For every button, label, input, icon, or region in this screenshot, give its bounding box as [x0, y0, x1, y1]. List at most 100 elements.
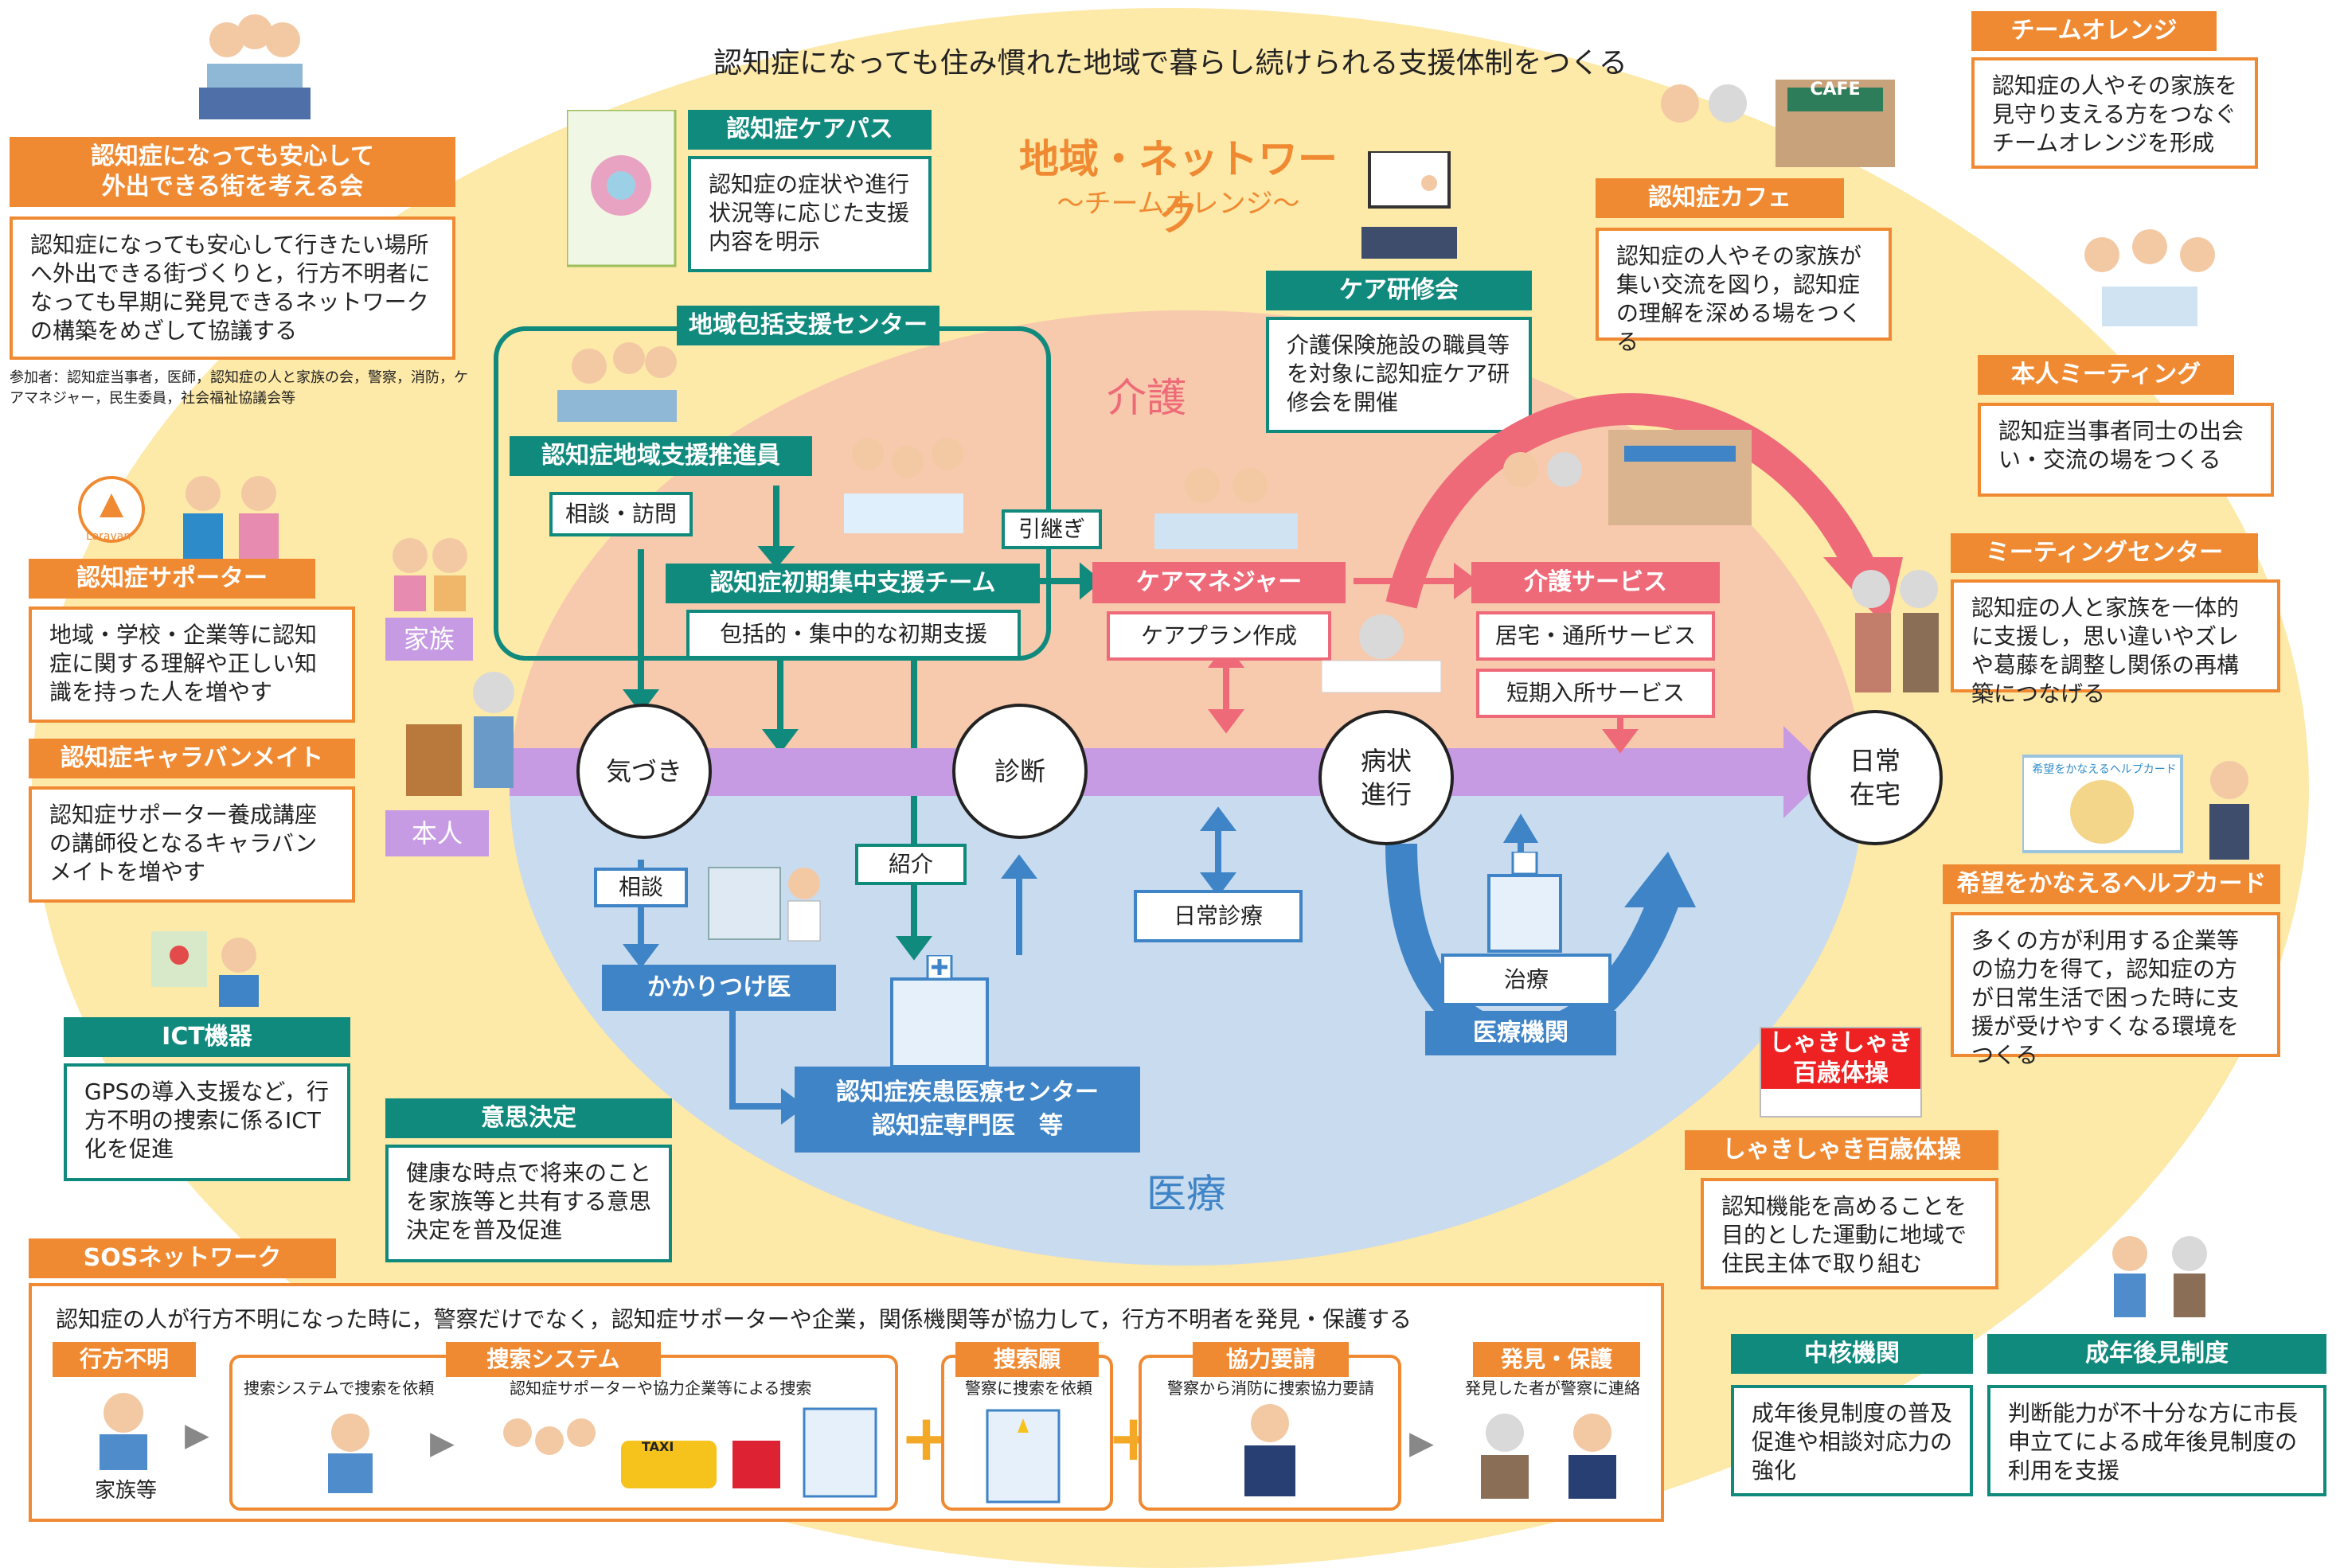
- sos-description: 認知症の人が行方不明になった時に，警察だけでなく，認知症サポーターや企業，関係機…: [56, 1306, 1412, 1332]
- hospital-building-icon: [1487, 852, 1562, 953]
- home-service-label: 居宅・通所サービス: [1476, 611, 1715, 661]
- help-card-body: 多くの方が利用する企業等の協力を得て，認知症の方が日常生活で困った時に支援が受け…: [1951, 912, 2280, 1068]
- sos-family-caption: 家族等: [94, 1479, 157, 1503]
- sos-search-caption-1: 捜索システムで捜索を依頼: [244, 1379, 435, 1398]
- sos-step-search-system: 捜索システム: [446, 1342, 661, 1377]
- stage-progress: 病状 進行: [1318, 710, 1454, 845]
- sos-police-caption: 警察に捜索を依頼: [965, 1379, 1092, 1398]
- core-institution-title: 中核機関: [1731, 1334, 1973, 1374]
- elderly-person-icon: [406, 672, 514, 796]
- treatment-label: 治療: [1441, 954, 1611, 1006]
- lecture-icon: [1361, 151, 1457, 259]
- medical-zone-label: 医療: [1147, 1171, 1226, 1217]
- elderly-couple-icon: [1852, 570, 1939, 692]
- sos-step-found: 発見・保護: [1473, 1342, 1640, 1377]
- help-card-text: 希望をかなえるヘルプカード: [2032, 763, 2177, 776]
- team-orange-title: チームオレンジ: [1971, 11, 2217, 51]
- care-manager-icon: [1154, 468, 1298, 549]
- medical-institution-title: 医療機関: [1425, 1011, 1616, 1055]
- handover-label: 引継ぎ: [1002, 509, 1102, 549]
- sos-arrow-icon-3: ▶: [1409, 1425, 1434, 1461]
- outing-council-title: 認知症になっても安心して 外出できる街を考える会: [10, 137, 455, 207]
- sos-step-cooperation: 協力要請: [1193, 1342, 1349, 1377]
- hospital-icon: [890, 955, 989, 1067]
- clinic-doctor-icon: [708, 867, 821, 942]
- help-card-icon: [2022, 755, 2249, 860]
- decision-title: 意思決定: [385, 1098, 672, 1138]
- police-station-icon: [986, 1409, 1061, 1504]
- network-subtitle: ～チームオレンジ～: [1057, 188, 1300, 220]
- stage-diagnosis: 診断: [952, 704, 1088, 839]
- care-training-title: ケア研修会: [1266, 271, 1532, 310]
- cafe-title: 認知症カフェ: [1596, 178, 1844, 218]
- referral-label: 紹介: [855, 844, 967, 885]
- caravan-logo: Loravan: [86, 530, 131, 543]
- care-training-body: 介護保険施設の職員等を対象に認知症ケア研修会を開催: [1266, 317, 1532, 433]
- shaki-poster-line2: 百歳体操: [1761, 1059, 1920, 1089]
- kaigo-service-title: 介護サービス: [1471, 562, 1720, 603]
- stage-home: 日常 在宅: [1807, 710, 1943, 845]
- police-protect-icon: [1481, 1414, 1616, 1499]
- family-label: 家族: [385, 618, 473, 661]
- person-label: 本人: [385, 810, 489, 856]
- search-helpers-icon: [503, 1407, 877, 1498]
- stage-awareness: 気づき: [576, 704, 712, 839]
- firefighter-icon: [1244, 1404, 1295, 1496]
- caravan-mate-body: 認知症サポーター養成講座の講師役となるキャラバンメイトを増やす: [29, 786, 355, 903]
- care-manager-title: ケアマネジャー: [1092, 562, 1346, 603]
- specialist-center-title: 認知症疾患医療センター 認知症専門医 等: [795, 1067, 1140, 1153]
- caravan-mate-title: 認知症キャラバンメイト: [29, 739, 355, 778]
- shaki-poster-line1: しゃきしゃき: [1761, 1028, 1920, 1059]
- shaki-poster: しゃきしゃき 百歳体操: [1760, 1027, 1922, 1117]
- outing-council-participants: 参加者：認知症当事者，医師，認知症の人と家族の会，警察，消防，ケアマネジャー，民…: [10, 369, 468, 407]
- daily-care-label: 日常診療: [1134, 890, 1303, 942]
- family-member-icon: [100, 1393, 147, 1470]
- sos-title: SOSネットワーク: [29, 1238, 336, 1278]
- sos-found-caption: 発見した者が警察に連絡: [1465, 1379, 1640, 1398]
- meeting-center-title: ミーティングセンター: [1951, 533, 2258, 573]
- consult-visit-label: 相談・訪問: [549, 492, 693, 536]
- care-facility-icon: [1503, 430, 1752, 525]
- cafe-sign: CAFE: [1810, 80, 1861, 99]
- phone-user-icon: [328, 1414, 373, 1493]
- supporter-body: 地域・学校・企業等に認知症に関する理解や正しい知識を持った人を増やす: [29, 607, 355, 723]
- shaki-title: しゃきしゃき百歳体操: [1685, 1130, 1998, 1170]
- careplan-label: ケアプラン作成: [1107, 611, 1331, 661]
- core-institution-body: 成年後見制度の普及促進や相談対応力の強化: [1731, 1385, 1973, 1496]
- guardian-title: 成年後見制度: [1987, 1334, 2326, 1374]
- care-zone-label: 介護: [1107, 375, 1186, 421]
- sos-step-police-request: 捜索願: [955, 1342, 1099, 1377]
- cafe-body: 認知症の人やその家族が集い交流を図り，認知症の理解を深める場をつくる: [1596, 228, 1892, 355]
- houkatsu-center-title: 地域包括支援センター: [677, 306, 940, 345]
- carepath-booklet-icon: [567, 110, 677, 267]
- help-card-title: 希望をかなえるヘルプカード: [1943, 864, 2280, 904]
- headline: 認知症になっても住み慣れた地域で暮らし続けられる支援体制をつくる: [713, 47, 1627, 80]
- self-meeting-body: 認知症当事者同士の出会い・交流の場をつくる: [1978, 403, 2274, 497]
- early-team-title: 認知症初期集中支援チーム: [666, 564, 1040, 603]
- early-support-label: 包括的・集中的な初期支援: [686, 610, 1021, 659]
- bedridden-person-icon: [1322, 614, 1441, 693]
- promoter-title: 認知症地域支援推進員: [510, 436, 812, 476]
- short-stay-label: 短期入所サービス: [1476, 669, 1715, 718]
- gps-map-icon: [151, 931, 259, 1007]
- sos-arrow-icon-2: ▶: [430, 1425, 455, 1461]
- meeting-center-body: 認知症の人と家族を一体的に支援し，思い違いやズレや葛藤を調整し関係の再構築につな…: [1951, 579, 2280, 707]
- sos-cooperation-caption: 警察から消防に捜索協力要請: [1167, 1379, 1374, 1398]
- meeting-people-icon: [199, 14, 311, 119]
- consultation-icon: [557, 342, 677, 422]
- guardian-support-icon: [2112, 1236, 2207, 1317]
- sos-step-missing: 行方不明: [53, 1342, 196, 1377]
- taxi-sign: TAXI: [642, 1439, 674, 1454]
- kakaritsuke-title: かかりつけ医: [602, 965, 836, 1011]
- family-icon: [393, 538, 467, 611]
- shaki-body: 認知機能を高めることを目的とした運動に地域で住民主体で取り組む: [1701, 1178, 1998, 1289]
- outing-council-body: 認知症になっても安心して行きたい場所へ外出できる街づくりと，行方不明者になっても…: [10, 216, 455, 360]
- ict-title: ICT機器: [64, 1017, 350, 1057]
- decision-body: 健康な時点で将来のことを家族等と共有する意思決定を普及促進: [385, 1145, 672, 1262]
- medical-team-icon: [844, 438, 963, 533]
- supporter-title: 認知症サポーター: [29, 559, 315, 599]
- carepath-body: 認知症の症状や進行状況等に応じた支援内容を明示: [688, 156, 932, 272]
- carepath-title: 認知症ケアパス: [688, 110, 932, 150]
- network-title: 地域・ネットワーク: [1019, 136, 1338, 240]
- group-meeting-icon: [2084, 229, 2215, 326]
